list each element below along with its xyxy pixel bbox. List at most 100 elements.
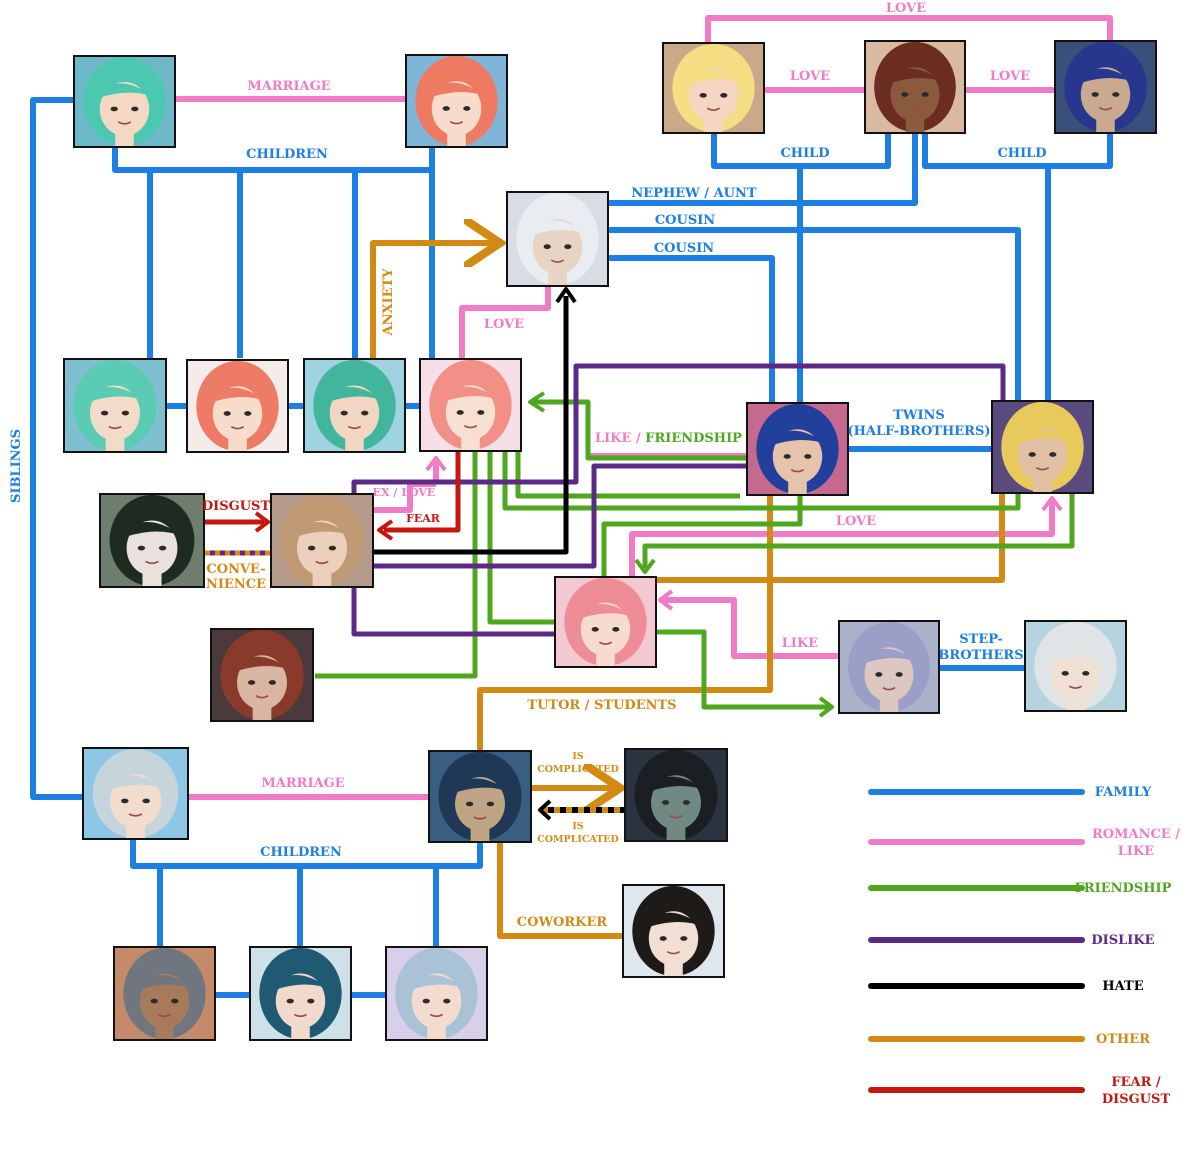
legend-item-romance: ROMANCE /LIKE [868,827,1180,859]
bangs [439,386,502,404]
face [1050,646,1101,701]
face [580,602,631,657]
label-brothers: BROTHERS [938,648,1023,663]
face [1080,67,1131,122]
mouth [1035,466,1050,471]
mouth [598,641,613,645]
portraits [63,40,1157,1041]
hate-line [374,296,569,555]
mouth [550,259,565,263]
mouth [449,120,464,125]
eye [328,545,337,551]
label-step: STEP- [959,632,1002,647]
label-is-1: IS [572,751,583,762]
eye [804,454,812,459]
mouth [429,1013,444,1018]
portrait-frame [419,358,522,452]
eye [158,545,167,551]
portrait-frame [99,493,205,588]
blonde-hair-portrait-icon [662,42,765,134]
legend-item-dislike: DISLIKE [868,933,1155,948]
portrait-frame [63,358,167,453]
label-children-top: CHILDREN [246,147,328,162]
eye [422,998,430,1004]
arrow-head [555,287,577,304]
eye [247,680,256,685]
portrait-frame [385,946,488,1041]
label-half-brothers: (HALF-BROTHERS) [847,424,990,439]
teal-hair-portrait-icon [303,358,406,453]
dislike-line [374,463,746,569]
eye [137,545,146,551]
mouth [1068,685,1083,689]
face [455,776,505,831]
rasta-hair-portrait-icon [864,40,966,134]
bangs [103,775,168,792]
portrait-frame [73,55,176,148]
eye [720,93,728,98]
arrow-head [538,799,552,821]
legend-item-family: FAMILY [868,785,1152,800]
mouth [669,814,683,819]
auburn-hair-portrait-icon [210,628,314,722]
eye [244,411,252,416]
relationship-labels: LOVE MARRIAGE CHILDREN LOVE LOVE CHILD C… [9,1,1047,930]
portrait-frame [405,54,508,148]
other-line [656,494,1005,583]
teal-hair-portrait-icon [73,55,176,148]
family-line [608,134,918,206]
portrait-frame [506,191,609,287]
friendship-line [534,399,746,461]
other-line [477,496,773,750]
eye [783,454,791,459]
portrait-frame [746,402,849,496]
label-marriage-bottom: MARRIAGE [261,776,344,791]
dislike-line [351,586,554,637]
label-children-bottom: CHILDREN [260,845,342,860]
bangs [83,386,147,404]
label-disgust: DISGUST [202,499,271,514]
portrait-frame [662,42,765,134]
mouth [108,425,122,430]
dark-hair-portrait-icon [624,748,728,842]
mouth [315,560,329,565]
portrait-frame [991,400,1094,494]
face [109,773,162,828]
portrait-frame [1054,40,1157,134]
legend-label-line2: LIKE [1118,844,1155,859]
eye [142,798,150,804]
bangs [858,648,920,666]
romance-line [459,287,551,358]
eye [901,92,909,97]
bangs [766,430,829,448]
eye [340,410,348,416]
label-marriage-top: MARRIAGE [247,79,330,94]
label-like: LIKE / [595,431,645,446]
friendship-line [601,496,803,576]
blonde-hair-portrait-icon [991,400,1094,494]
face [445,385,496,440]
pink-hair-portrait-icon [419,358,522,452]
eye [1091,92,1099,97]
portrait-frame [1024,620,1127,712]
label-siblings: SIBLINGS [9,429,24,503]
face [1017,427,1068,482]
label-nephew-aunt: NEPHEW / AUNT [631,186,756,201]
pink-hair-portrait-icon [554,576,657,668]
red-hair-portrait-icon [405,54,508,148]
lavender-hair-portrait-icon [838,620,940,714]
friendship-line [642,494,1075,568]
label-twins: TWINS [893,408,945,423]
label-anxiety: ANXIETY [381,268,396,337]
label-complicated-1: COMPLICATED [537,764,619,775]
eye [307,545,316,551]
eye [477,410,485,415]
eye [895,672,903,677]
label-complicated-2: COMPLICATED [537,834,619,845]
mouth [666,950,681,955]
portrait-frame [624,748,728,842]
bangs [230,656,294,674]
eye [543,244,551,250]
eye [286,998,294,1004]
